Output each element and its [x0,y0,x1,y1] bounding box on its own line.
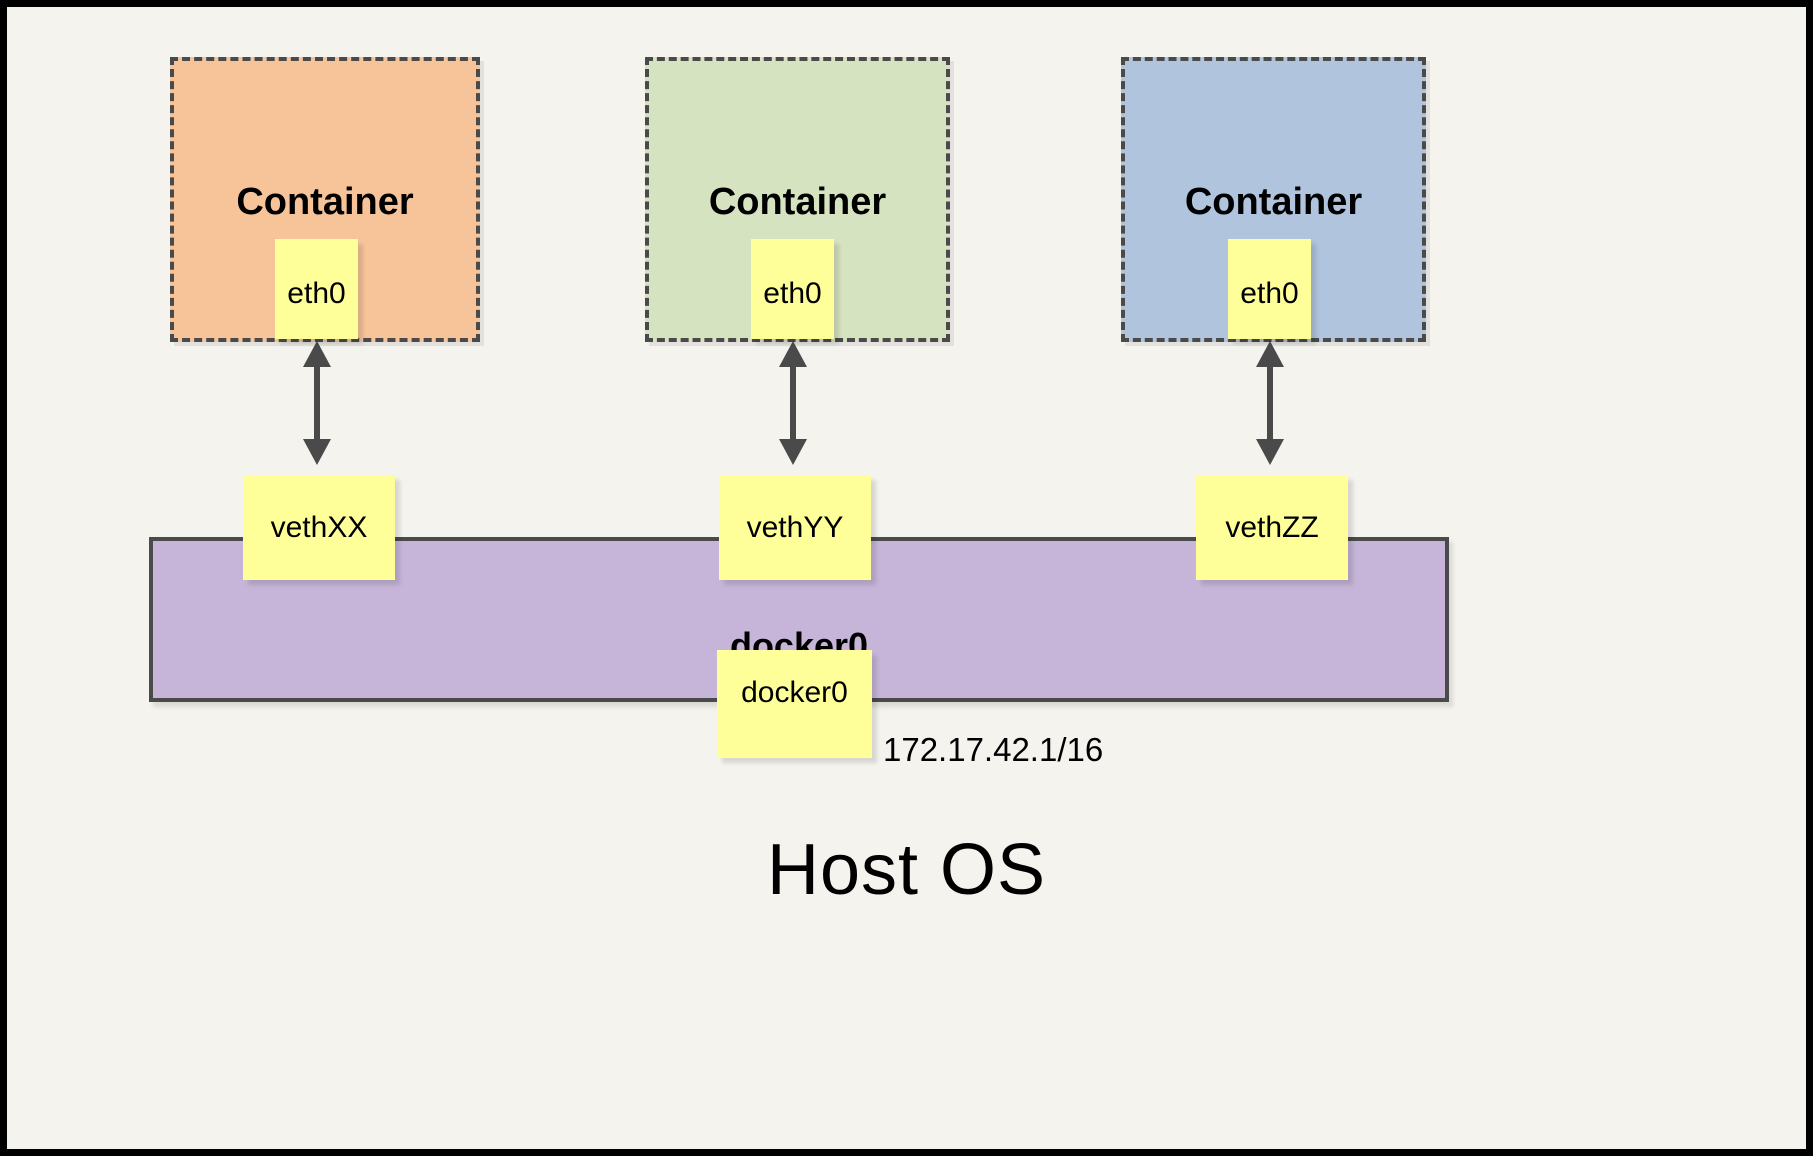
docker0-interface-chip[interactable]: docker0 [717,650,872,758]
veth-chip-3[interactable]: vethZZ [1196,475,1348,580]
veth-chip-2[interactable]: vethYY [719,475,871,580]
container-title-1: Container [236,181,414,223]
host-os-label: Host OS [766,830,1047,910]
veth-link-arrow-1 [303,341,331,465]
container-title-2: Container [708,181,887,223]
veth-link-arrow-2 [779,341,807,465]
container-title-3: Container [1184,181,1363,223]
eth0-chip-1[interactable]: eth0 [275,239,358,339]
docker0-ip-label: 172.17.42.1/16 [883,731,1104,768]
eth0-chip-3[interactable]: eth0 [1228,239,1311,339]
veth-link-arrow-3 [1256,341,1284,465]
veth-chip-1[interactable]: vethXX [243,475,395,580]
eth0-chip-2[interactable]: eth0 [751,239,834,339]
